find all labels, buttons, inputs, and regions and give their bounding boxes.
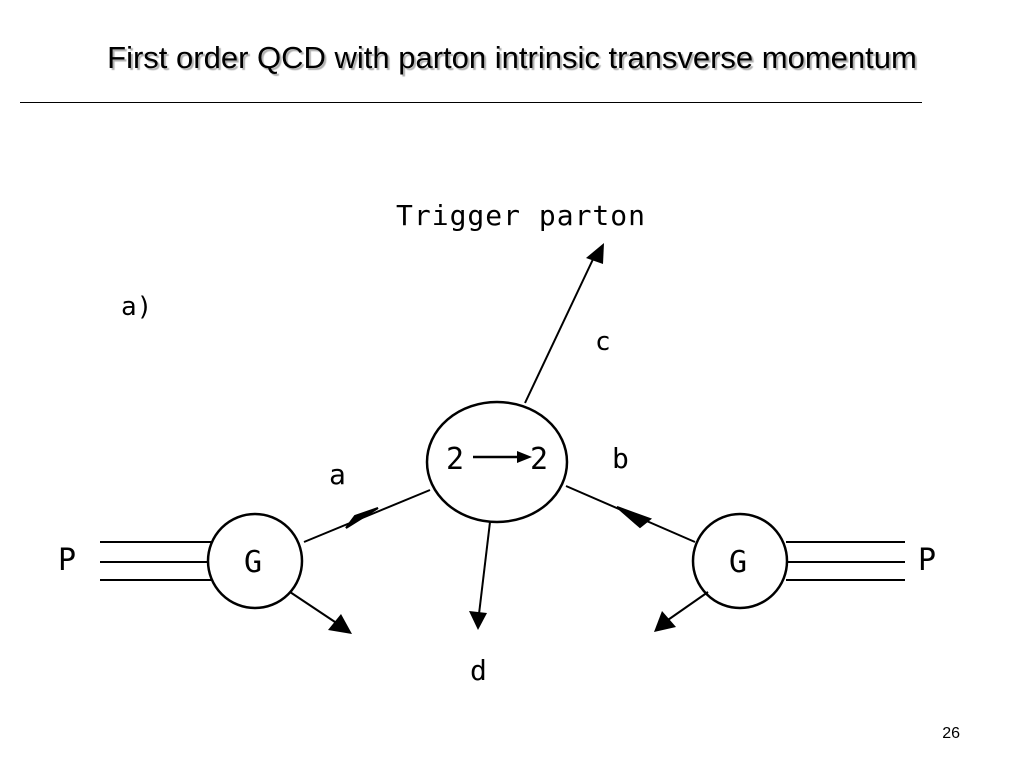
process-label-right: 2 bbox=[530, 442, 548, 477]
trigger-parton-label: Trigger parton bbox=[396, 199, 646, 232]
gluon-blob-right bbox=[691, 512, 789, 610]
parton-b-arrow bbox=[616, 506, 653, 529]
hard-scatter-blob bbox=[425, 400, 569, 524]
parton-a-arrow bbox=[345, 507, 379, 529]
parton-c-line bbox=[524, 254, 596, 404]
gluon-right-label: G bbox=[729, 545, 747, 580]
remnant-left-arrow bbox=[328, 614, 352, 634]
proton-left-label: P bbox=[58, 543, 76, 578]
parton-c-arrow bbox=[586, 243, 604, 264]
parton-a-label: a bbox=[329, 458, 346, 491]
parton-d-arrow bbox=[469, 611, 487, 630]
proton-right-label: P bbox=[918, 543, 936, 578]
proton-beam-left bbox=[100, 541, 212, 581]
parton-d-label: d bbox=[470, 654, 487, 687]
slide-title: First order QCD with parton intrinsic tr… bbox=[107, 40, 917, 75]
title-divider bbox=[20, 102, 922, 103]
remnant-right-line bbox=[664, 591, 709, 623]
parton-d-line bbox=[478, 521, 491, 615]
parton-b-label: b bbox=[612, 442, 629, 475]
remnant-left-line bbox=[289, 591, 339, 625]
remnant-right-arrow bbox=[654, 611, 676, 632]
gluon-left-label: G bbox=[244, 545, 262, 580]
parton-c-label: c bbox=[595, 327, 611, 357]
proton-beam-right bbox=[786, 541, 905, 581]
page-number: 26 bbox=[942, 725, 960, 742]
process-arrow-head bbox=[517, 451, 532, 463]
panel-label: a) bbox=[121, 292, 152, 322]
process-label-left: 2 bbox=[446, 442, 464, 477]
gluon-blob-left bbox=[206, 512, 304, 610]
